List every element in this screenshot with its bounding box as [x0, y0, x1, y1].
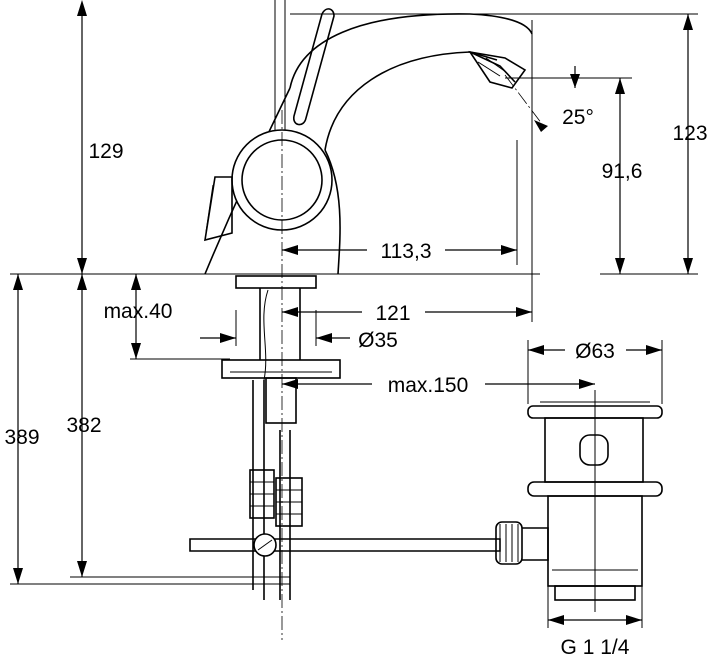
dim-389: 389: [4, 426, 39, 449]
waste-assembly: [495, 390, 663, 612]
dimension-labels: 129 123 91,6 25° 113,3 121 max.40 Ø35 ma…: [4, 106, 707, 659]
dim-113-3: 113,3: [381, 240, 432, 263]
center-lines: [281, 74, 546, 640]
dim-129: 129: [88, 140, 123, 163]
dim-123: 123: [672, 122, 707, 145]
extension-lines: [10, 13, 698, 585]
dim-max-150: max.150: [388, 374, 469, 397]
dim-max-40: max.40: [104, 300, 173, 323]
dim-diameter-35: Ø35: [358, 329, 398, 352]
dimension-lines: [13, 0, 693, 628]
dim-diameter-63: Ø63: [575, 340, 615, 363]
dim-25-degrees: 25°: [562, 106, 594, 129]
dim-382: 382: [66, 414, 101, 437]
faucet-body: [204, 0, 533, 275]
dim-thread-g-1-1-4: G 1 1/4: [561, 636, 630, 659]
dim-121: 121: [375, 302, 410, 325]
dim-91-6: 91,6: [602, 160, 643, 183]
